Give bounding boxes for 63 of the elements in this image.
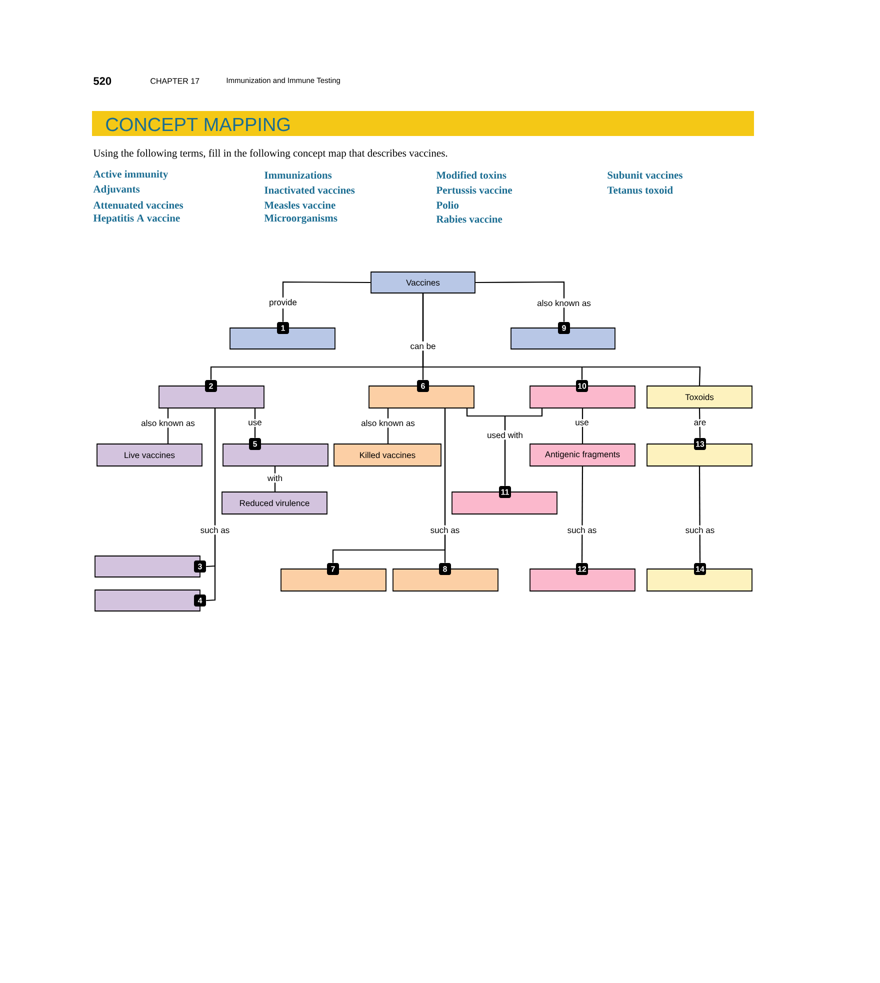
number-badge: 14 <box>694 563 706 575</box>
edge-label: with <box>266 473 284 483</box>
term: Subunit vaccines <box>608 171 682 179</box>
number-badge: 3 <box>194 560 206 572</box>
title-banner: CONCEPT MAPPING <box>92 111 754 136</box>
number-badge: 6 <box>417 380 429 392</box>
number-badge: 7 <box>327 563 339 575</box>
term: Hepatitis A vaccine <box>93 214 180 224</box>
term: Active immunity <box>93 170 168 180</box>
connector-line <box>254 408 256 438</box>
term: Pertussis vaccine <box>436 186 512 194</box>
concept-box: Antigenic fragments <box>530 444 636 466</box>
edge-label: such as <box>684 525 716 535</box>
edge-label: use <box>246 419 264 427</box>
connector-line <box>698 466 701 563</box>
connector-line <box>444 408 446 563</box>
concept-box: Toxoids <box>646 386 752 408</box>
number-badge: 8 <box>439 563 451 575</box>
edge-label: use <box>574 419 590 427</box>
concept-box: Vaccines <box>370 272 476 294</box>
connector-line <box>282 281 371 322</box>
edge-label: also known as <box>360 418 416 428</box>
term: Polio <box>436 201 459 209</box>
number-badge: 13 <box>694 438 706 450</box>
term: Measles vaccine <box>264 201 336 209</box>
term: Adjuvants <box>93 185 140 195</box>
term: Immunizations <box>264 171 332 179</box>
connector-line <box>582 408 584 444</box>
edge-label: also known as <box>140 418 196 428</box>
number-badge: 9 <box>558 322 570 334</box>
connector-line <box>274 466 276 492</box>
connector-line <box>504 408 543 486</box>
edge-label: such as <box>198 525 232 535</box>
term: Inactivated vaccines <box>264 186 355 194</box>
instruction-text: Using the following terms, fill in the following concept map that describes vaccines. <box>93 149 448 159</box>
edge-label: also known as <box>536 298 592 308</box>
connector-line <box>581 466 584 563</box>
number-badge: 2 <box>205 380 217 392</box>
connector-line <box>422 293 701 386</box>
page-number: 520 <box>94 77 112 85</box>
concept-box: Reduced virulence <box>222 492 328 514</box>
concept-box: Live vaccines <box>96 444 202 466</box>
edge-label: provide <box>268 298 298 308</box>
connector-line <box>206 408 216 602</box>
term: Tetanus toxoid <box>607 186 673 194</box>
number-badge: 11 <box>499 486 511 498</box>
edge-label: such as <box>428 525 462 535</box>
edge-label: such as <box>566 525 598 535</box>
edge-label: used with <box>486 430 524 440</box>
term: Attenuated vaccines <box>93 201 184 209</box>
term: Rabies vaccine <box>436 215 502 223</box>
number-badge: 10 <box>576 380 588 392</box>
edge-label: can be <box>408 341 438 351</box>
number-badge: 4 <box>194 594 206 606</box>
chapter-label: CHAPTER 17 <box>150 78 200 84</box>
concept-box: Killed vaccines <box>334 444 442 466</box>
number-badge: 5 <box>249 438 261 450</box>
term: Modified toxins <box>436 171 506 179</box>
number-badge: 12 <box>576 563 588 575</box>
number-badge: 1 <box>277 322 289 334</box>
term: Microorganisms <box>264 214 338 224</box>
connector-line <box>475 281 565 322</box>
edge-label: are <box>692 419 708 427</box>
